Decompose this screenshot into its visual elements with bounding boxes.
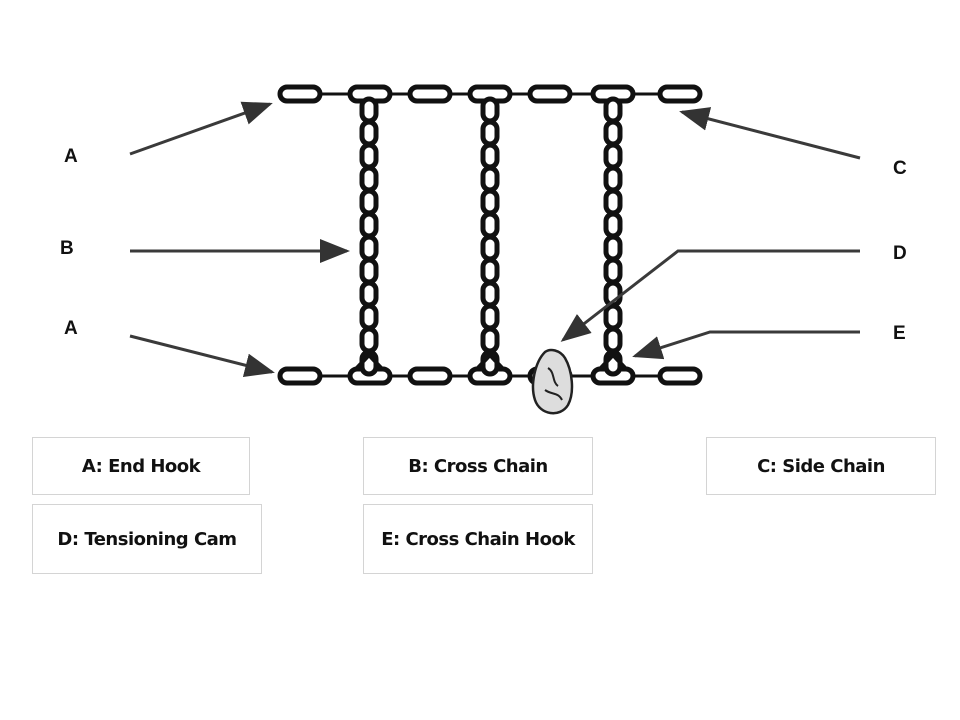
cross-chain-link	[603, 119, 623, 147]
cross-chain-link	[480, 326, 500, 354]
tensioning-cam	[531, 348, 574, 415]
callout-letter-c: C	[893, 158, 907, 179]
cross-chain-link	[359, 165, 379, 193]
side-chain-link	[657, 84, 703, 104]
cross-chain-link	[480, 211, 500, 239]
cross-chain-hook	[597, 352, 629, 372]
cross-chain-link	[603, 165, 623, 193]
callout-letter-b: B	[60, 238, 74, 259]
cross-chain-link	[603, 303, 623, 331]
cross-chain-link	[359, 211, 379, 239]
cross-chain-link	[603, 96, 623, 124]
side-chain-link	[527, 84, 573, 104]
side-chain-link	[407, 366, 453, 386]
cross-chain-link	[603, 211, 623, 239]
cross-chain-link	[603, 234, 623, 262]
cross-chain-link	[480, 280, 500, 308]
cross-chain-link	[359, 234, 379, 262]
answer-box-side-chain[interactable]: C: Side Chain	[706, 437, 936, 495]
side-chain-link	[277, 366, 323, 386]
callout-letter-a-top: A	[64, 146, 78, 167]
arrow-a-bottom	[129, 334, 275, 377]
callout-letter-e: E	[893, 323, 906, 344]
cross-chain-link	[480, 119, 500, 147]
cross-chain-link	[480, 96, 500, 124]
cross-chain-link	[603, 326, 623, 354]
cross-chain-link	[359, 96, 379, 124]
cross-chains	[353, 96, 629, 377]
cross-chain-link	[480, 257, 500, 285]
side-chain-top	[277, 84, 703, 104]
cross-chain-link	[359, 142, 379, 170]
arrow-e	[632, 330, 860, 360]
cross-chain-link	[603, 257, 623, 285]
cross-chain-link	[359, 280, 379, 308]
cross-chain-link	[359, 119, 379, 147]
cross-chain-link	[480, 188, 500, 216]
cross-chain-link	[603, 142, 623, 170]
arrow-a-top	[129, 101, 273, 156]
side-chain-link	[277, 84, 323, 104]
callout-letter-d: D	[893, 243, 907, 264]
cross-chain-link	[480, 165, 500, 193]
arrow-c	[679, 107, 861, 160]
side-chain-link	[657, 366, 703, 386]
answer-box-cross-chain[interactable]: B: Cross Chain	[363, 437, 593, 495]
cross-chain-link	[359, 257, 379, 285]
callout-letter-a-bottom: A	[64, 318, 78, 339]
cross-chain-link	[603, 188, 623, 216]
arrow-d	[560, 249, 860, 342]
cross-chain-link	[359, 303, 379, 331]
answer-box-tensioning-cam[interactable]: D: Tensioning Cam	[32, 504, 262, 574]
cross-chain-hook	[353, 352, 385, 372]
cross-chain-link	[359, 326, 379, 354]
answer-box-end-hook[interactable]: A: End Hook	[32, 437, 250, 495]
cross-chain-link	[359, 188, 379, 216]
side-chain-link	[407, 84, 453, 104]
answer-box-cross-chain-hook[interactable]: E: Cross Chain Hook	[363, 504, 593, 574]
cross-chain-link	[480, 142, 500, 170]
cross-chain-link	[480, 303, 500, 331]
cross-chain-hook	[474, 352, 506, 372]
cross-chain-link	[480, 234, 500, 262]
